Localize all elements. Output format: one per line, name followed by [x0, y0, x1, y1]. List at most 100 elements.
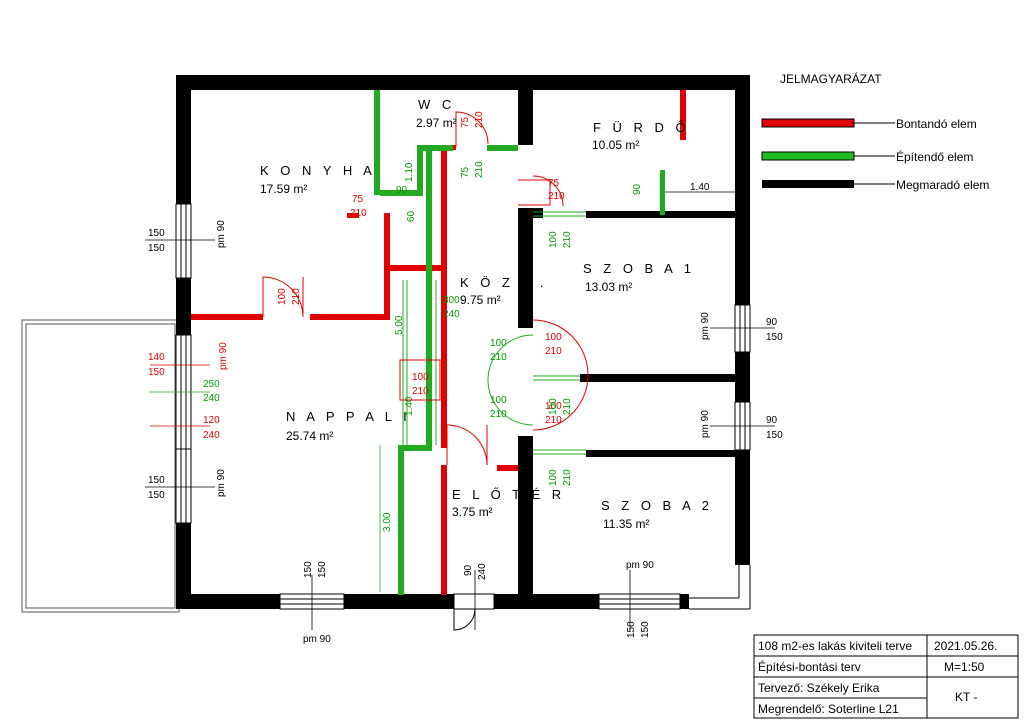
dim-text: 150 — [148, 228, 165, 239]
dim-text: 240 — [203, 430, 220, 441]
dim-text: 100 — [548, 398, 559, 415]
dim-text: 75 — [460, 116, 471, 128]
dim-text: 90 — [632, 183, 643, 195]
room-area-kozl: 9.75 m² — [460, 293, 501, 307]
new-walls — [374, 90, 665, 595]
door-thresholds — [402, 211, 586, 455]
tb-client: Megrendelő: Soterline L21 — [758, 702, 899, 716]
dim-text: pm 90 — [303, 634, 331, 645]
dim-text: 150 — [766, 430, 783, 441]
room-name-szoba1: S Z O B A 1 — [583, 261, 695, 276]
legend-title: JELMAGYARÁZAT — [780, 71, 882, 86]
dim-text: 250 — [203, 379, 220, 390]
dim-text: 100 — [545, 401, 562, 412]
dim-text: 140 — [148, 352, 165, 363]
dim-text: 100 — [412, 372, 429, 383]
legend: JELMAGYARÁZAT Bontandó elem Építendő ele… — [761, 71, 989, 192]
dim-text: 240 — [203, 393, 220, 404]
dim-text: 210 — [412, 386, 429, 397]
dim-text: pm 90 — [216, 469, 227, 497]
dim-text: pm 90 — [700, 410, 711, 438]
legend-swatch-build — [761, 151, 855, 161]
tb-scale: M=1:50 — [944, 660, 985, 674]
dim-text: 100 — [545, 332, 562, 343]
dimension-texts: 150 150 pm 90 140 150 pm 90 250 240 120 … — [148, 111, 783, 645]
room-area-wc: 2.97 m² — [416, 116, 457, 130]
dim-text: 210 — [490, 409, 507, 420]
room-area-eloter: 3.75 m² — [452, 505, 493, 519]
dim-text: 60 — [406, 210, 417, 222]
dim-text: pm 90 — [218, 342, 229, 370]
dim-text: 1.40 — [404, 396, 415, 416]
tb-sheet: Építési-bontási terv — [758, 659, 861, 674]
room-area-furdo: 10.05 m² — [592, 138, 639, 152]
room-name-kozl: K Ö Z L . — [460, 275, 548, 290]
dim-text: 100 — [548, 469, 559, 486]
room-name-furdo: F Ü R D Ő — [593, 120, 690, 135]
dim-text: 210 — [545, 415, 562, 426]
title-block-texts: 108 m2-es lakás kiviteli terve 2021.05.2… — [758, 639, 997, 716]
dim-text: 210 — [350, 208, 367, 219]
dim-text: 90 — [766, 317, 778, 328]
dim-text: 150 — [626, 621, 637, 638]
room-name-szoba2: S Z O B A 2 — [601, 498, 713, 513]
dim-text: 210 — [490, 352, 507, 363]
dim-text: 5.00 — [394, 315, 405, 335]
dim-text: 210 — [562, 231, 573, 248]
legend-swatch-demolish — [761, 118, 855, 128]
dim-text: 90 — [463, 564, 474, 576]
dim-text: 150 — [148, 367, 165, 378]
dim-text: 150 — [148, 243, 165, 254]
dim-text: 210 — [548, 191, 565, 202]
room-name-nappali: N A P P A L I — [286, 409, 411, 424]
legend-swatch-keep — [762, 180, 854, 188]
terrace — [21, 319, 180, 613]
dim-text: 75 — [548, 178, 560, 189]
dim-text: 150 — [148, 490, 165, 501]
dim-text: 100 — [277, 288, 288, 305]
dimension-lines-green — [150, 391, 381, 592]
dim-text: 1.40 — [690, 182, 710, 193]
room-name-eloter: E L Ő T É R — [452, 487, 565, 502]
dim-text: 150 — [766, 332, 783, 343]
dim-text: 150 — [640, 621, 651, 638]
dim-text: 90 — [766, 415, 778, 426]
dim-text: 210 — [545, 346, 562, 357]
dim-text: 240 — [443, 309, 460, 320]
room-area-szoba2: 11.35 m² — [603, 517, 649, 531]
window-sills — [689, 565, 751, 610]
room-labels: K O N Y H A 17.59 m² W C 2.97 m² F Ü R D… — [260, 97, 713, 531]
dim-text: 210 — [562, 469, 573, 486]
tb-designer: Tervező: Székely Erika — [758, 681, 880, 695]
dim-text: 300 — [443, 295, 460, 306]
legend-label-build: Építendő elem — [896, 149, 973, 164]
legend-label-keep: Megmaradó elem — [896, 178, 989, 192]
dim-text: 210 — [291, 288, 302, 305]
dim-text: 100 — [490, 395, 507, 406]
dim-text: 210 — [474, 161, 485, 178]
dim-text: 150 — [148, 475, 165, 486]
dim-text: pm 90 — [216, 220, 227, 248]
existing-walls — [176, 75, 750, 609]
dim-text: 120 — [203, 415, 220, 426]
tb-date: 2021.05.26. — [934, 639, 997, 653]
legend-label-demolish: Bontandó elem — [896, 117, 977, 131]
room-name-wc: W C — [418, 97, 455, 112]
dim-text: 90 — [396, 185, 408, 196]
room-area-nappali: 25.74 m² — [286, 429, 333, 443]
title-block — [753, 634, 1019, 719]
dim-text: 75 — [352, 194, 364, 205]
dim-text: 150 — [303, 561, 314, 578]
dim-text: pm 90 — [626, 560, 654, 571]
room-name-konyha: K O N Y H A — [260, 163, 376, 178]
room-area-szoba1: 13.03 m² — [585, 280, 632, 294]
dim-text: 100 — [490, 338, 507, 349]
door-swings — [262, 111, 589, 631]
tb-project: 108 m2-es lakás kiviteli terve — [758, 639, 912, 653]
dim-text: 1.10 — [404, 162, 415, 182]
tb-code: KT - — [955, 690, 977, 704]
dim-text: 100 — [548, 231, 559, 248]
room-area-konyha: 17.59 m² — [260, 182, 307, 196]
dim-text: 3.00 — [382, 512, 393, 532]
